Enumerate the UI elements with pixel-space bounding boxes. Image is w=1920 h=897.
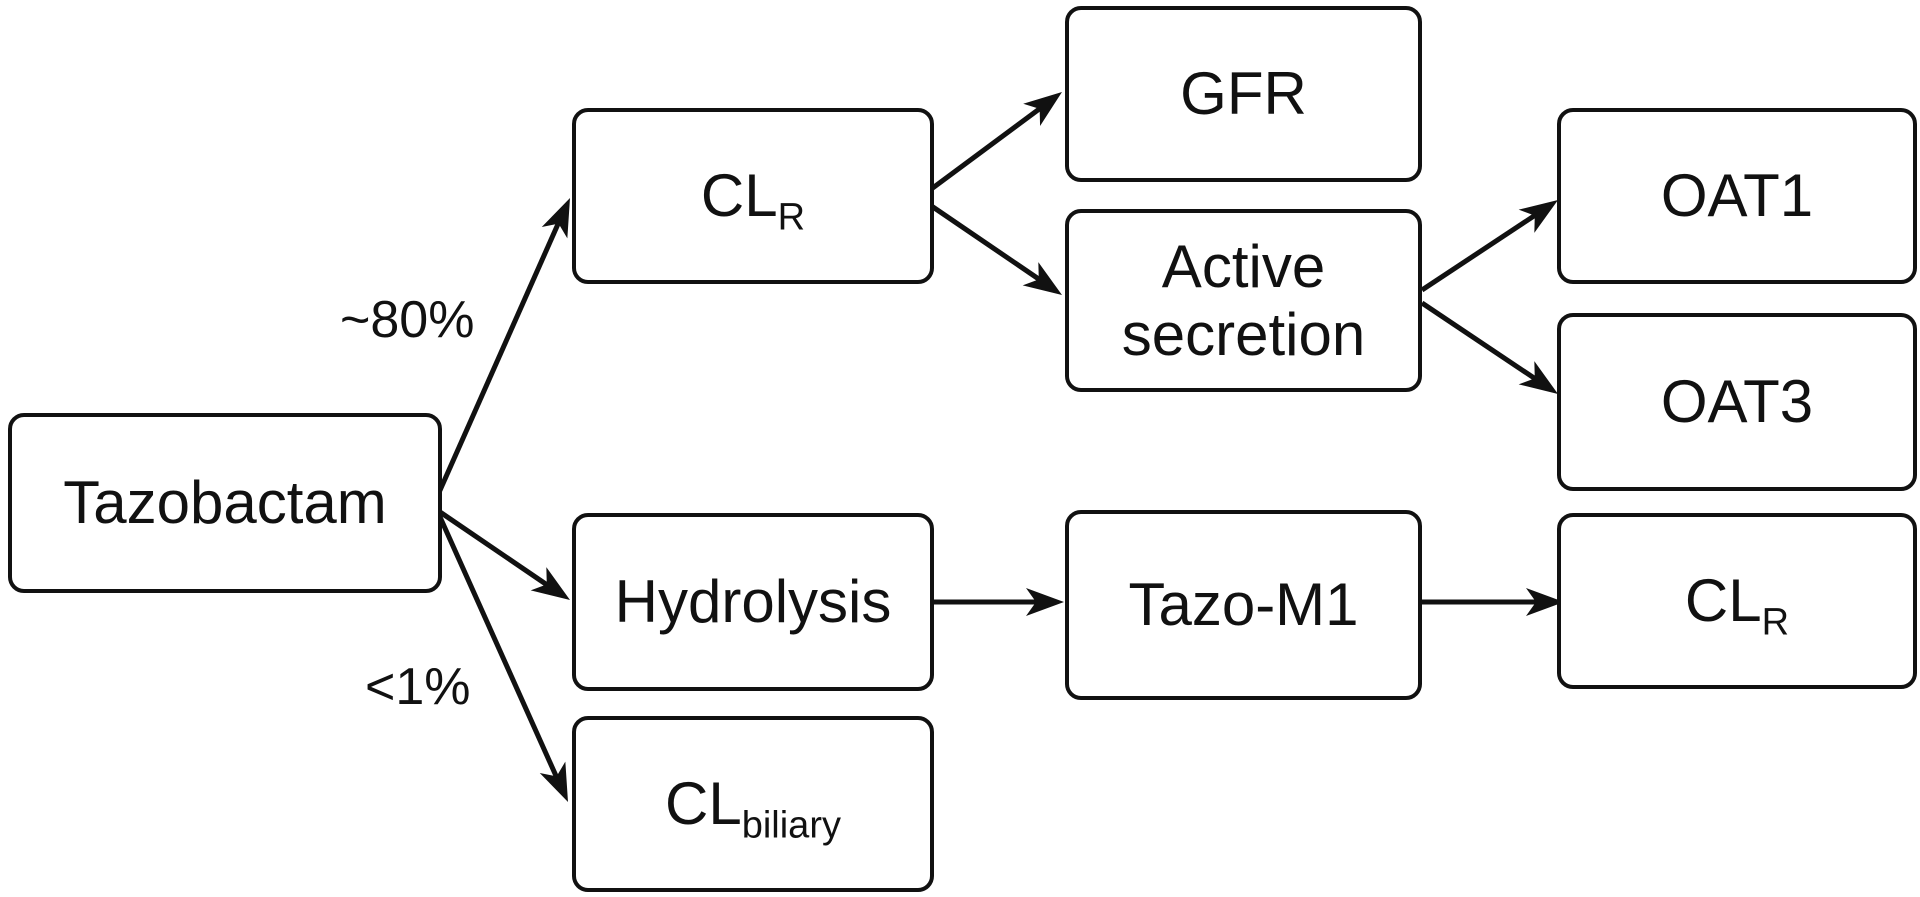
node-oat3-label: OAT3 [1660, 368, 1814, 436]
arrowhead-clr-bottom [1526, 588, 1564, 616]
node-cl-r-metabolite-clearance: CLR [1557, 513, 1917, 689]
arrowhead-tazom1 [1026, 588, 1064, 616]
edge-tazobactam-to-clr [434, 213, 565, 499]
arrowheads [530, 92, 1564, 802]
arrowhead-hydrolysis [530, 567, 570, 600]
node-oat3: OAT3 [1557, 313, 1917, 491]
edge-tazobactam-to-clbiliary [437, 515, 564, 789]
arrowhead-oat3 [1518, 361, 1558, 394]
arrowhead-oat1 [1518, 200, 1558, 233]
arrowhead-clr [541, 198, 570, 239]
node-oat1: OAT1 [1557, 108, 1917, 284]
edge-active-to-oat3 [1420, 300, 1545, 387]
edge-clr-to-active-secretion [928, 202, 1048, 287]
node-tazo-m1-label: Tazo-M1 [1128, 571, 1359, 639]
edge-active-to-oat1 [1420, 207, 1545, 293]
edge-tazobactam-to-hydrolysis [438, 509, 558, 594]
node-tazo-m1: Tazo-M1 [1065, 510, 1422, 700]
node-cl-r-renal-clearance: CLR [572, 108, 934, 284]
node-oat1-label: OAT1 [1660, 162, 1814, 230]
edge-label-renal-fraction: ~80% [340, 291, 475, 349]
node-cl-r-bottom-label: CLR [1684, 567, 1790, 644]
node-hydrolysis-label: Hydrolysis [614, 568, 892, 636]
edge-clr-to-gfr [928, 101, 1048, 193]
node-gfr: GFR [1065, 6, 1422, 182]
node-hydrolysis: Hydrolysis [572, 513, 934, 691]
arrowhead-gfr [1023, 92, 1062, 127]
node-cl-r-label: CLR [700, 162, 806, 239]
node-tazobactam-label: Tazobactam [63, 469, 387, 537]
node-gfr-label: GFR [1180, 60, 1307, 128]
node-cl-biliary: CLbiliary [572, 716, 934, 892]
edges [434, 101, 1546, 789]
arrowhead-clbiliary [539, 761, 568, 802]
node-cl-biliary-label: CLbiliary [665, 770, 841, 847]
node-tazobactam: Tazobactam [8, 413, 442, 593]
edge-label-biliary-fraction: <1% [365, 658, 471, 716]
arrowhead-active-secretion [1022, 262, 1062, 295]
